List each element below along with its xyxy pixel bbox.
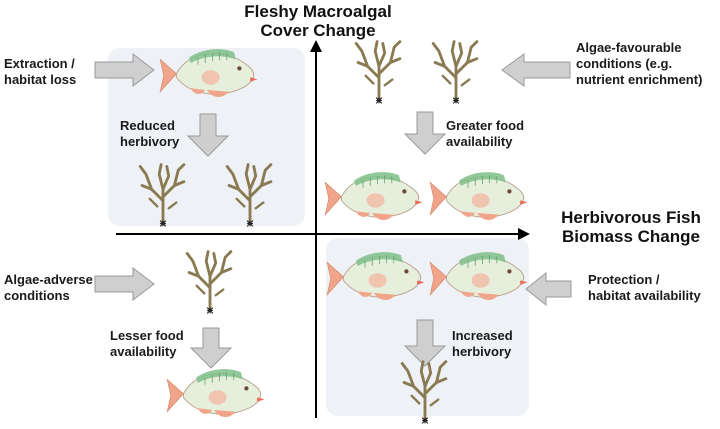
arrow-algae-favourable <box>501 53 571 87</box>
algae-icon <box>431 40 479 105</box>
label-greater-food: Greater food availability <box>446 118 525 149</box>
fish-icon <box>429 171 528 221</box>
y-axis-title: Fleshy Macroalgal Cover Change <box>244 2 392 40</box>
label-reduced-herbivory: Reduced herbivory <box>120 118 180 149</box>
arrow-extraction <box>94 52 155 88</box>
fish-icon <box>166 368 265 418</box>
fish-icon <box>324 171 423 221</box>
label-protection: Protection / habitat availability <box>588 272 701 303</box>
label-extraction: Extraction / habitat loss <box>4 56 77 87</box>
x-axis-arrowhead <box>518 228 530 240</box>
arrow-protection <box>525 271 572 307</box>
arrow-algae-adverse <box>94 266 155 302</box>
label-lesser-food: Lesser food availability <box>110 328 184 359</box>
algae-icon <box>185 250 233 315</box>
label-algae-adverse: Algae-adverse conditions <box>4 272 93 303</box>
x-axis-title: Herbivorous Fish Biomass Change <box>561 208 701 246</box>
algae-icon <box>354 40 402 105</box>
y-axis-arrowhead <box>310 40 322 52</box>
label-algae-favourable: Algae-favourable conditions (e.g. nutrie… <box>576 40 703 87</box>
label-increased-herbivory: Increased herbivory <box>452 328 513 359</box>
arrow-reduced-herbivory <box>186 113 230 157</box>
arrow-increased-herbivory <box>403 319 447 367</box>
arrow-greater-food <box>403 111 447 155</box>
arrow-lesser-food <box>189 327 233 369</box>
